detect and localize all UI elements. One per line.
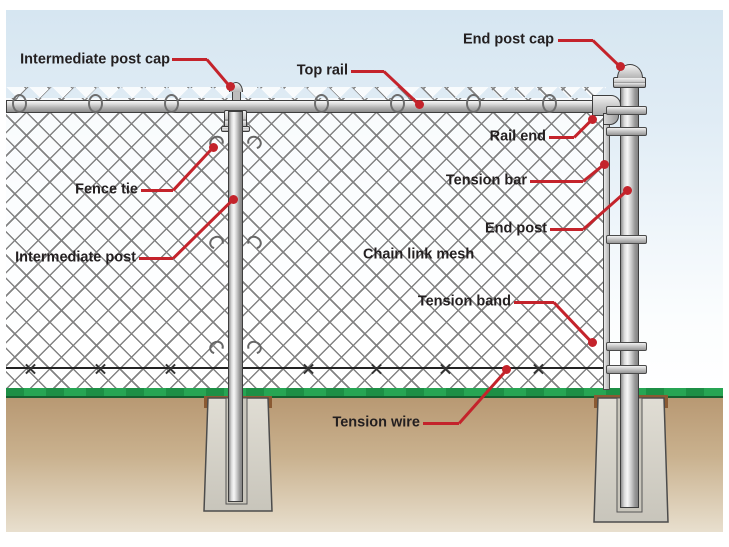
leader-line [549, 136, 574, 139]
mesh-loop [390, 94, 405, 113]
wire-twist [439, 362, 452, 375]
chain-link-mesh-panel [6, 87, 606, 394]
tension-band-bracket [606, 365, 647, 374]
leader-line [172, 58, 207, 61]
mesh-loop [164, 94, 179, 113]
label-fence-tie: Fence tie [75, 181, 138, 198]
label-tension-wire: Tension wire [332, 414, 420, 431]
label-end-post-cap: End post cap [462, 31, 554, 48]
mesh-loop [466, 94, 481, 113]
leader-dot [615, 61, 625, 71]
label-top-rail: Top rail [296, 62, 348, 79]
leader-dot [208, 142, 218, 152]
leader-dot [599, 159, 609, 169]
wire-twist [24, 362, 37, 375]
wire-twist [164, 362, 177, 375]
leader-dot [501, 364, 511, 374]
intermediate-post-pipe [228, 111, 243, 502]
mesh-loop [314, 94, 329, 113]
wire-twist [94, 362, 107, 375]
wire-twist [532, 362, 545, 375]
end-post-cap-collar [613, 77, 646, 88]
label-chain-link-mesh: Chain link mesh [363, 246, 475, 263]
label-tension-band: Tension band [417, 293, 511, 310]
mesh-loop [88, 94, 103, 113]
label-intermediate-post-cap: Intermediate post cap [20, 51, 170, 68]
leader-line [139, 257, 173, 260]
wire-twist [302, 362, 315, 375]
mesh-loop [542, 94, 557, 113]
label-end-post: End post [484, 220, 547, 237]
label-rail-end: Rail end [489, 128, 546, 145]
leader-line [351, 70, 384, 73]
grass-strip [6, 388, 723, 398]
tension-band-bracket [606, 342, 647, 351]
leader-dot [225, 81, 235, 91]
leader-dot [587, 114, 597, 124]
leader-dot [228, 194, 238, 204]
leader-dot [622, 185, 632, 195]
leader-line [141, 189, 173, 192]
mesh-loop [12, 94, 27, 113]
leader-line [514, 301, 554, 304]
leader-dot [414, 99, 424, 109]
leader-line [550, 228, 583, 231]
tension-band-bracket [606, 106, 647, 115]
tension-band-bracket [606, 127, 647, 136]
leader-line [558, 39, 593, 42]
end-post-pipe [620, 86, 639, 508]
label-intermediate-post: Intermediate post [15, 249, 136, 266]
tension-band-bracket [606, 235, 647, 244]
leader-line [423, 422, 459, 425]
leader-line [530, 180, 583, 183]
label-tension-bar: Tension bar [445, 172, 527, 189]
leader-dot [587, 337, 597, 347]
wire-twist [370, 362, 383, 375]
